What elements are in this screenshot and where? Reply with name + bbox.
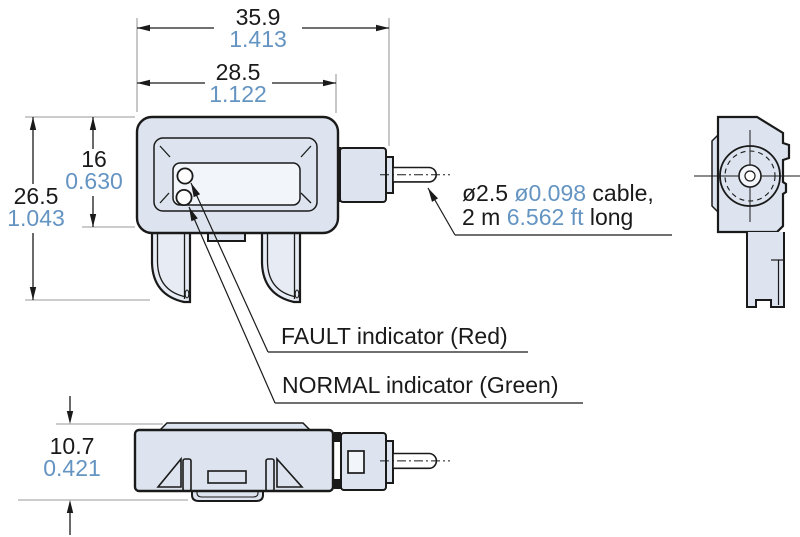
dim-mm: 16	[81, 146, 107, 172]
dim-inch: 1.122	[209, 81, 267, 107]
dimension-window-height	[89, 117, 97, 227]
dim-mm: 10.7	[49, 433, 95, 459]
fault-indicator-label: FAULT indicator (Red)	[281, 323, 508, 349]
dim-text-body-width: 28.5 1.122	[168, 59, 308, 107]
bottom-view	[133, 422, 450, 502]
dim-text-overall-height: 26.5 1.043	[0, 183, 72, 231]
bottom-view-body	[133, 428, 335, 493]
dim-mm: 35.9	[235, 4, 281, 30]
cable-inch: ø0.098	[514, 180, 587, 206]
dimension-thickness	[66, 396, 74, 535]
dim-mm: 26.5	[13, 183, 59, 209]
dim-text-thickness: 10.7 0.421	[22, 433, 122, 481]
dimension-overall-height	[29, 117, 37, 300]
cable-length-m: 2 m	[462, 204, 501, 230]
front-view-bevel-ticks	[159, 145, 312, 204]
front-view	[135, 115, 450, 304]
front-view-display-window	[172, 162, 301, 206]
dim-inch: 0.630	[65, 168, 123, 194]
bottom-view-tray	[191, 491, 264, 502]
normal-indicator-label: NORMAL indicator (Green)	[282, 372, 559, 398]
bottom-view-connector	[334, 432, 450, 491]
cable-leader	[427, 187, 672, 236]
fault-indicator-led	[176, 167, 194, 185]
side-view-lens	[694, 130, 800, 222]
cable-label: ø2.5 ø0.098 cable, 2 m 6.562 ft long	[462, 181, 654, 229]
normal-leader	[188, 206, 583, 404]
normal-indicator-led	[175, 188, 193, 206]
leader-lines	[188, 182, 672, 404]
dim-text-window-height: 16 0.630	[44, 146, 144, 194]
dimension-overall-width	[137, 24, 389, 32]
bottom-view-details	[156, 456, 304, 492]
front-view-legs	[150, 230, 302, 304]
cable-label-line2: 2 m 6.562 ft long	[462, 205, 654, 229]
cable-word-long: long	[589, 204, 634, 230]
cable-word: cable,	[592, 180, 654, 206]
fault-leader	[190, 182, 528, 353]
dim-inch: 1.043	[7, 205, 65, 231]
cable-label-line1: ø2.5 ø0.098 cable,	[462, 181, 654, 205]
side-view-leg	[746, 232, 785, 308]
dim-text-overall-width: 35.9 1.413	[188, 4, 328, 52]
dim-mm: 28.5	[215, 59, 261, 85]
dimension-lines	[29, 24, 389, 535]
dim-inch: 1.413	[229, 26, 287, 52]
dim-inch: 0.421	[43, 455, 101, 481]
side-view	[694, 115, 800, 308]
cable-mm: ø2.5	[462, 180, 509, 206]
cable-length-ft: 6.562 ft	[506, 204, 584, 230]
dimension-body-width	[137, 79, 336, 87]
extension-lines	[18, 18, 390, 501]
front-view-connector	[336, 147, 450, 203]
